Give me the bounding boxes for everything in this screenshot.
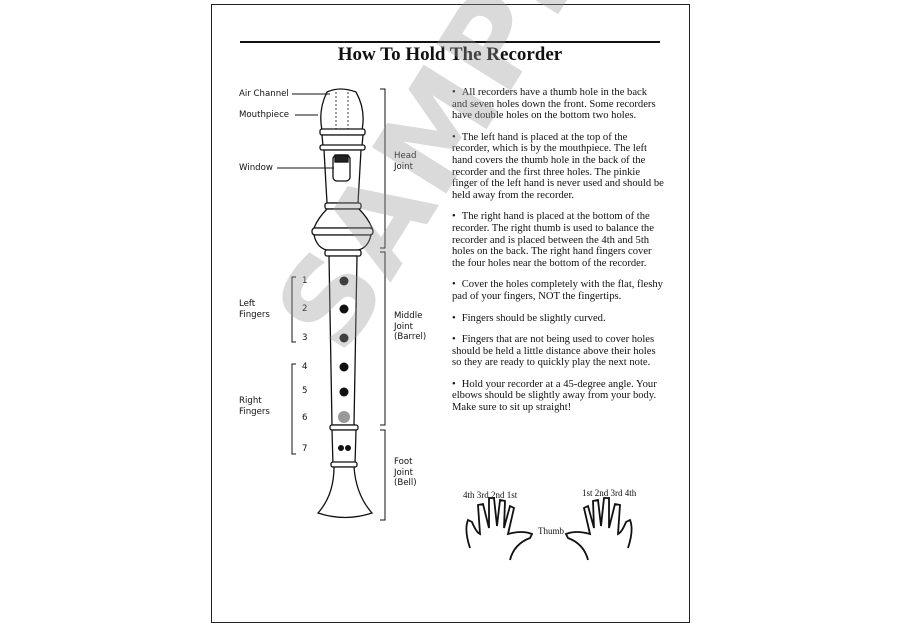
instruction-item: •The right hand is placed at the bottom … bbox=[452, 211, 654, 269]
hole-number-6: 6 bbox=[302, 413, 308, 423]
air-channel-label: Air Channel bbox=[239, 89, 289, 99]
foot-joint-label: Foot Joint (Bell) bbox=[394, 457, 417, 488]
left-hand-finger-labels: 4th 3rd 2nd 1st bbox=[463, 490, 518, 500]
instructions-list: •All recorders have a thumb hole in the … bbox=[452, 87, 664, 424]
page-title: How To Hold The Recorder bbox=[337, 44, 563, 65]
left-fingers-label: Left Fingers bbox=[239, 299, 270, 320]
hole-number-2: 2 bbox=[302, 304, 308, 314]
instruction-item: •Fingers should be slightly curved. bbox=[452, 312, 606, 324]
title-rule bbox=[240, 41, 660, 43]
right-fingers-label: Right Fingers bbox=[239, 396, 270, 417]
instruction-item: •Cover the holes completely with the fla… bbox=[452, 279, 663, 302]
right-hand-finger-labels: 1st 2nd 3rd 4th bbox=[582, 488, 637, 498]
instruction-item: •All recorders have a thumb hole in the … bbox=[452, 87, 656, 122]
instruction-item: •The left hand is placed at the top of t… bbox=[452, 131, 664, 201]
hole-number-7: 7 bbox=[302, 444, 308, 454]
instruction-item: •Fingers that are not being used to cove… bbox=[452, 334, 656, 369]
hole-number-5: 5 bbox=[302, 386, 308, 396]
instruction-item: •Hold your recorder at a 45-degree angle… bbox=[452, 378, 657, 414]
hole-number-3: 3 bbox=[302, 333, 308, 343]
window-label: Window bbox=[239, 163, 273, 173]
head-joint-label: Head Joint bbox=[394, 151, 417, 172]
thumb-label: Thumb bbox=[538, 526, 564, 536]
hole-number-1: 1 bbox=[302, 276, 308, 286]
hands-illustration bbox=[465, 497, 633, 561]
mouthpiece-label: Mouthpiece bbox=[239, 110, 290, 120]
hole-number-4: 4 bbox=[302, 362, 308, 372]
mouthpiece-shape bbox=[320, 88, 364, 131]
middle-joint-label: Middle Joint (Barrel) bbox=[394, 311, 427, 342]
